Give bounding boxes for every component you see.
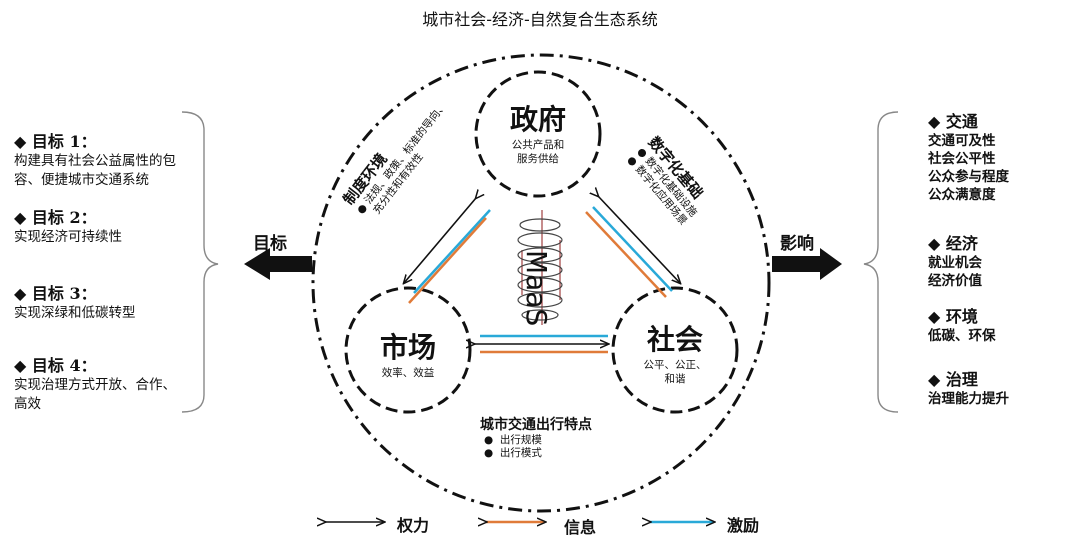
legend-info-label: 信息	[564, 518, 597, 537]
goal-2: ◆ 目标 2： 实现经济可持续性	[14, 204, 204, 247]
goal-1: ◆ 目标 1： 构建具有社会公益属性的包 容、便捷城市交通系统	[14, 128, 204, 190]
diagram-title: 城市社会-经济-自然复合生态系统	[422, 10, 658, 29]
effect-environment: ◆ 环境 低碳、环保	[928, 303, 1078, 345]
government-sub-1: 公共产品和	[511, 139, 565, 151]
goal-2-line-1: 实现经济可持续性	[14, 229, 122, 245]
effect-governance-head: ◆ 治理	[928, 370, 978, 389]
effect-economy-item: 就业机会	[928, 255, 982, 271]
effect-transport-item: 公众参与程度	[928, 169, 1009, 185]
goal-4-line-2: 高效	[14, 396, 41, 412]
travel-bullet-1: ● 出行规模	[484, 434, 542, 446]
effect-economy-item: 经济价值	[928, 273, 982, 289]
society-node: 社会 公平、公正、 和谐	[615, 318, 735, 386]
society-sub-1: 公平、公正、	[643, 359, 707, 371]
effect-transport-item: 社会公平性	[928, 151, 996, 167]
goal-3-line-1: 实现深绿和低碳转型	[14, 305, 136, 321]
travel-title: 城市交通出行特点	[480, 417, 592, 433]
edge-government-society	[585, 196, 680, 298]
goal-4-head: ◆ 目标 4：	[14, 356, 97, 375]
goal-arrow-label: 目标	[253, 234, 287, 254]
goals-bracket	[181, 111, 219, 413]
government-circle	[474, 70, 602, 198]
ecosystem-boundary	[311, 53, 771, 513]
legend-power-label: 权力	[397, 516, 430, 535]
effect-environment-item: 低碳、环保	[928, 328, 996, 344]
effects-bracket	[863, 111, 899, 413]
government-node: 政府 公共产品和 服务供给	[478, 98, 598, 166]
effect-transport-head: ◆ 交通	[928, 112, 978, 131]
edge-market-society	[474, 334, 608, 354]
travel-bullet-2: ● 出行模式	[484, 447, 542, 459]
effect-economy-head: ◆ 经济	[928, 234, 978, 253]
goal-3: ◆ 目标 3： 实现深绿和低碳转型	[14, 280, 204, 323]
government-title: 政府	[509, 103, 566, 136]
goal-2-head: ◆ 目标 2：	[14, 208, 97, 227]
goal-1-line-2: 容、便捷城市交通系统	[14, 172, 149, 188]
travel-bullet-2-text: 出行模式	[499, 447, 542, 459]
effect-governance: ◆ 治理 治理能力提升	[928, 366, 1078, 408]
effect-transport: ◆ 交通 交通可及性 社会公平性 公众参与程度 公众满意度	[928, 108, 1078, 204]
society-circle	[611, 286, 739, 414]
effect-transport-item: 公众满意度	[928, 187, 996, 203]
government-sub-2: 服务供给	[517, 153, 559, 165]
society-title: 社会	[646, 323, 703, 356]
market-circle	[344, 286, 472, 414]
goal-3-head: ◆ 目标 3：	[14, 284, 97, 303]
maas-label: MaaS	[520, 250, 553, 327]
market-node: 市场 效率、效益	[348, 326, 468, 380]
legend-incentive-label: 激励	[727, 516, 760, 535]
effect-transport-item: 交通可及性	[928, 133, 996, 149]
goal-1-head: ◆ 目标 1：	[14, 132, 97, 151]
maas-spiral	[517, 210, 563, 325]
goal-arrow	[244, 248, 312, 280]
effect-environment-head: ◆ 环境	[928, 307, 978, 326]
travel-block: 城市交通出行特点 ● 出行规模 ● 出行模式	[480, 414, 592, 460]
effect-governance-item: 治理能力提升	[928, 391, 1009, 407]
effect-arrow	[772, 248, 842, 280]
travel-bullet-1-text: 出行规模	[499, 434, 542, 446]
goal-1-line-1: 构建具有社会公益属性的包	[14, 153, 176, 169]
effect-economy: ◆ 经济 就业机会 经济价值	[928, 230, 1078, 290]
market-sub-1: 效率、效益	[381, 367, 435, 379]
goal-4: ◆ 目标 4： 实现治理方式开放、合作、 高效	[14, 352, 204, 414]
goal-4-line-1: 实现治理方式开放、合作、	[14, 377, 176, 393]
market-title: 市场	[379, 331, 436, 364]
society-sub-2: 和谐	[664, 373, 686, 385]
effect-arrow-label: 影响	[780, 234, 814, 254]
edge-government-market	[404, 198, 491, 304]
